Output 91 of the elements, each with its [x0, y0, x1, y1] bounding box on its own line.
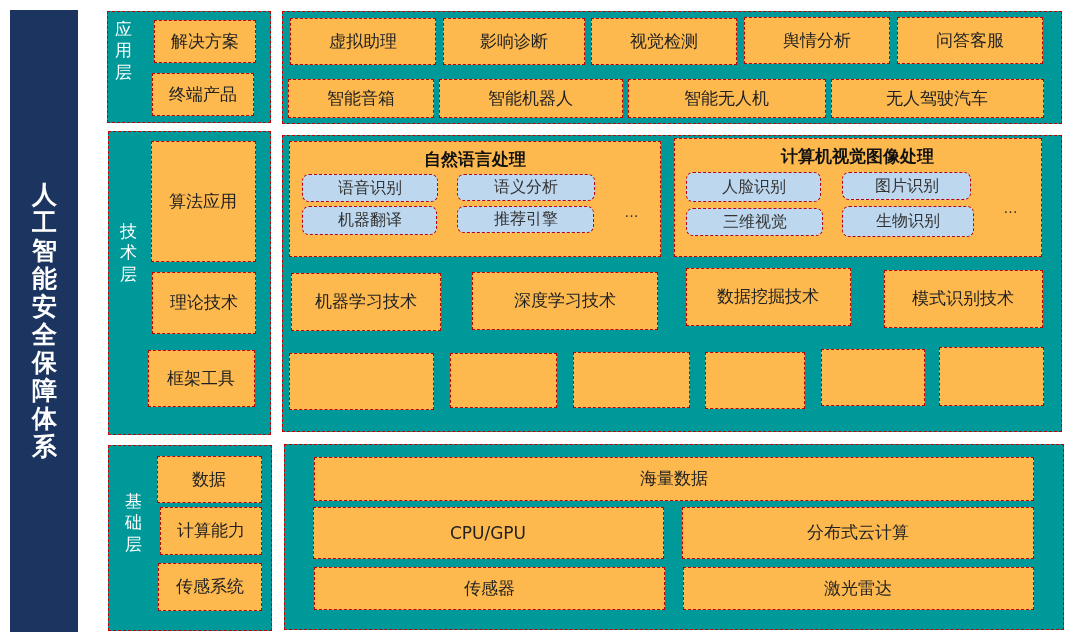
topic-tag	[686, 172, 821, 202]
topic-tag	[686, 208, 823, 236]
module-box	[290, 272, 441, 331]
layer-panel	[108, 131, 271, 435]
module-label: 框架工具	[167, 366, 235, 390]
empty-box	[288, 352, 434, 410]
layer-title: 基础层	[125, 491, 142, 555]
module-box	[151, 271, 256, 334]
topic-label: 三维视觉	[722, 211, 787, 233]
topic-tag	[302, 206, 437, 235]
module-box	[896, 16, 1043, 64]
empty-box	[704, 351, 805, 409]
module-box	[289, 17, 436, 65]
module-box	[681, 506, 1034, 559]
empty-box	[449, 352, 557, 408]
title-banner	[10, 10, 78, 632]
module-label: 传感器	[463, 576, 515, 600]
empty-box	[820, 348, 925, 406]
topic-tag	[457, 206, 594, 233]
topic-label: 图片识别	[874, 175, 939, 197]
module-box	[830, 78, 1044, 118]
empty-box	[938, 346, 1044, 406]
module-box	[471, 271, 658, 330]
group-heading: 自然语言处理	[422, 147, 527, 171]
topic-tag	[302, 174, 438, 202]
topic-tag	[457, 174, 595, 201]
module-label: 数据	[192, 467, 226, 491]
module-label: 理论技术	[169, 291, 238, 314]
module-box	[156, 455, 262, 503]
topic-label: 生物识别	[876, 211, 940, 232]
module-box	[590, 17, 737, 65]
module-label: 算法应用	[169, 189, 237, 213]
group-heading: 计算机视觉图像处理	[779, 144, 935, 168]
module-box	[150, 140, 256, 262]
module-box	[442, 17, 585, 65]
topic-label: 语义分析	[494, 177, 558, 198]
module-label: 智能音箱	[326, 86, 395, 110]
module-box	[147, 349, 255, 407]
module-label: 舆情分析	[782, 28, 851, 52]
layer-title: 技术层	[120, 221, 137, 285]
layer-title: 应用层	[115, 19, 132, 83]
topic-label: 语音识别	[338, 177, 402, 199]
module-label: 影响诊断	[479, 29, 548, 53]
module-box	[151, 72, 254, 116]
content-panel	[284, 444, 1064, 630]
topic-tag	[842, 206, 974, 237]
module-box	[159, 506, 262, 555]
module-box	[157, 562, 262, 611]
module-label: 终端产品	[168, 82, 237, 106]
module-box	[287, 78, 434, 118]
layer-panel	[107, 11, 271, 123]
module-label: 智能无人机	[684, 86, 769, 110]
module-label: 问答客服	[935, 28, 1004, 52]
module-box	[313, 456, 1034, 501]
module-box	[627, 78, 826, 118]
module-box	[883, 269, 1043, 328]
empty-box	[572, 351, 690, 408]
module-box	[682, 566, 1034, 610]
topic-label: 人脸识别	[721, 176, 786, 198]
module-label: 模式识别技术	[912, 287, 1014, 310]
module-box	[685, 267, 851, 326]
module-label: 计算能力	[176, 519, 245, 542]
module-label: 海量数据	[639, 467, 708, 490]
content-panel	[282, 11, 1062, 124]
module-label: 深度学习技术	[513, 289, 616, 312]
module-label: 激光雷达	[824, 576, 892, 600]
module-label: 机器学习技术	[314, 290, 417, 313]
group-panel	[673, 137, 1042, 257]
module-label: 分布式云计算	[806, 521, 909, 544]
module-box	[153, 19, 256, 63]
group-panel	[288, 140, 661, 257]
module-box	[312, 506, 664, 559]
ellipsis: …	[1003, 199, 1018, 216]
module-box	[438, 78, 623, 118]
vertical-title: 人工智能安全保障体系	[31, 181, 57, 461]
ellipsis: …	[624, 203, 639, 220]
module-label: 传感系统	[175, 575, 244, 598]
layer-panel	[108, 445, 272, 631]
module-box	[313, 566, 665, 610]
topic-tag	[842, 172, 971, 200]
module-label: 视觉检测	[629, 29, 698, 53]
topic-label: 推荐引擎	[493, 209, 558, 230]
content-panel	[282, 135, 1062, 432]
module-label: 解决方案	[170, 29, 239, 53]
module-label: 虚拟助理	[328, 29, 397, 53]
module-label: CPU/GPU	[449, 522, 527, 543]
module-label: 无人驾驶汽车	[886, 86, 988, 110]
module-label: 数据挖掘技术	[717, 285, 819, 308]
topic-label: 机器翻译	[337, 210, 402, 231]
module-box	[743, 16, 890, 64]
module-label: 智能机器人	[488, 86, 573, 110]
